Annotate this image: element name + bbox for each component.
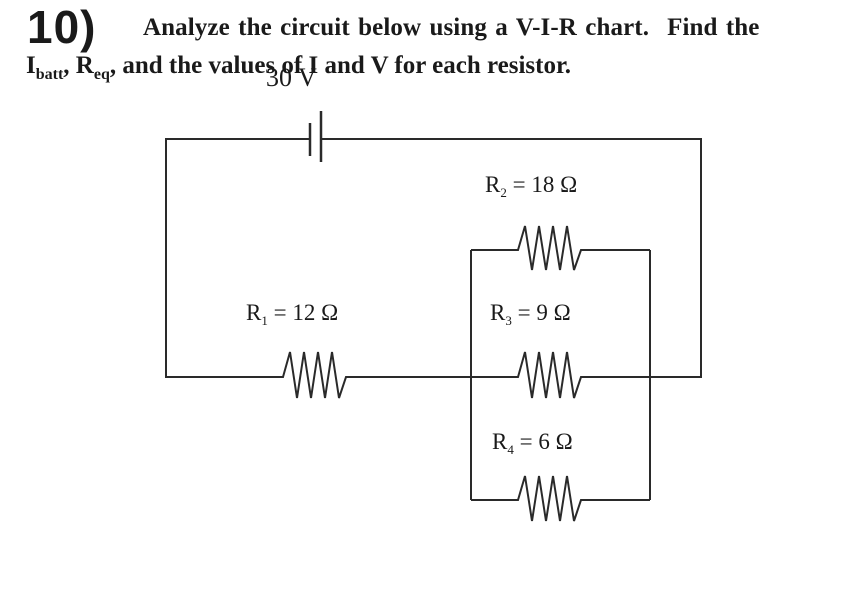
resistor-r2-subscript: 2 bbox=[500, 185, 507, 200]
resistor-r4-label: R4 = 6 Ω bbox=[492, 429, 573, 457]
question-text-line-2: Ibatt, Req, and the values of I and V fo… bbox=[26, 52, 572, 83]
question-number: 10) bbox=[27, 1, 97, 53]
resistor-r2-label: R2 = 18 Ω bbox=[485, 172, 578, 200]
question-text-line-1: Analyze the circuit below using a V-I-R … bbox=[143, 14, 759, 42]
equivalent-resistance-symbol: R bbox=[75, 52, 94, 79]
resistor-r1-label: R1 = 12 Ω bbox=[246, 300, 339, 328]
resistor-r3-zigzag bbox=[471, 351, 650, 399]
equivalent-resistance-subscript: eq bbox=[93, 66, 110, 83]
resistor-r1-value: = 12 Ω bbox=[267, 300, 339, 325]
resistor-r1-zigzag bbox=[270, 351, 471, 399]
question-text-rest: , and the values of I and V for each res… bbox=[109, 52, 572, 79]
resistor-r2-name: R bbox=[485, 172, 501, 197]
resistor-r4-subscript: 4 bbox=[507, 442, 514, 457]
battery-current-symbol: I bbox=[26, 52, 36, 79]
battery-voltage-label: 30 V bbox=[266, 63, 317, 92]
comma: , bbox=[63, 52, 76, 79]
resistor-r3-subscript: 3 bbox=[505, 313, 512, 328]
wire-top-left bbox=[165, 138, 310, 378]
resistor-r4-value: = 6 Ω bbox=[513, 429, 573, 454]
resistor-r1-subscript: 1 bbox=[261, 313, 268, 328]
wire-top-right bbox=[321, 138, 702, 378]
resistor-r3-name: R bbox=[490, 300, 506, 325]
resistor-r3-label: R3 = 9 Ω bbox=[490, 300, 571, 328]
battery-current-subscript: batt bbox=[35, 66, 64, 83]
resistor-r3-value: = 9 Ω bbox=[511, 300, 571, 325]
resistor-r1-name: R bbox=[246, 300, 262, 325]
question-text-part-2: Find the bbox=[667, 14, 760, 41]
resistor-r4-zigzag bbox=[471, 475, 650, 522]
resistor-r4-name: R bbox=[492, 429, 508, 454]
question-text-part-1: Analyze the circuit below using a V-I-R … bbox=[143, 14, 650, 41]
resistor-r2-value: = 18 Ω bbox=[506, 172, 578, 197]
resistor-r2-zigzag bbox=[471, 225, 650, 271]
